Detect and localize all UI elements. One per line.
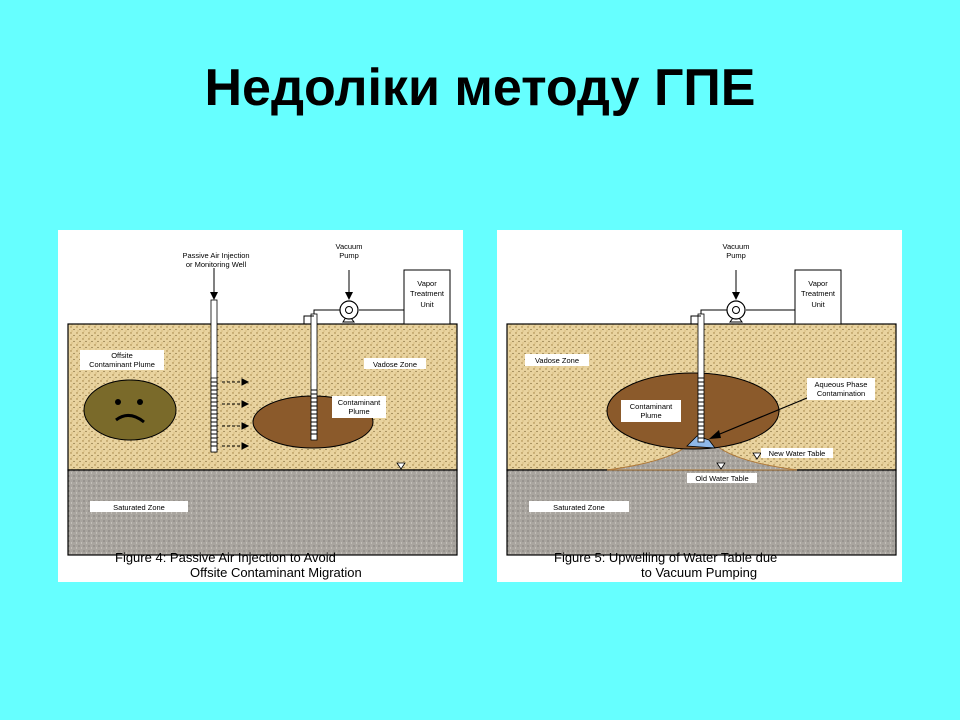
- new-water-table-icon: [752, 452, 762, 460]
- piping: [303, 309, 404, 324]
- aqueous-label-line2: Contamination: [817, 389, 865, 398]
- plume-label-box: [621, 400, 681, 422]
- caption-line2: to Vacuum Pumping: [641, 565, 757, 580]
- caption-line1: Figure 4: Passive Air Injection to Avoid: [115, 550, 336, 565]
- injection-well: [210, 299, 218, 453]
- saturated-zone: [67, 469, 458, 556]
- figure-4-diagram: Passive Air Injection or Monitoring Well…: [67, 242, 458, 580]
- offsite-plume: [83, 379, 177, 441]
- saturated-label: Saturated Zone: [553, 503, 605, 512]
- treatment-label-line1: Vapor: [808, 279, 828, 288]
- aqueous-pointer-arrow: [709, 397, 808, 439]
- figure-4: Passive Air Injection or Monitoring Well…: [58, 230, 463, 582]
- air-flow-arrows: [222, 378, 250, 450]
- old-water-label: Old Water Table: [695, 474, 748, 483]
- aqueous-label-line1: Aqueous Phase: [815, 380, 868, 389]
- injection-label-line2: or Monitoring Well: [186, 260, 247, 269]
- vadose-label: Vadose Zone: [535, 356, 579, 365]
- pump-label-line1: Vacuum: [723, 242, 750, 251]
- water-table-icon: [396, 462, 406, 470]
- plume-label-line1: Contaminant: [338, 398, 381, 407]
- new-water-label-box: [761, 448, 833, 458]
- plume-label-line2: Plume: [640, 411, 661, 420]
- caption-line2: Offsite Contaminant Migration: [190, 565, 362, 580]
- pump-arrow-icon: [345, 270, 353, 300]
- saturated-label: Saturated Zone: [113, 503, 165, 512]
- piping: [690, 309, 795, 324]
- vadose-label-box: [525, 354, 589, 366]
- caption-line1: Figure 5: Upwelling of Water Table due: [554, 550, 777, 565]
- old-water-table-icon: [716, 462, 726, 470]
- treatment-label-line3: Unit: [811, 300, 825, 309]
- saturated-zone: [506, 469, 897, 556]
- saturated-label-box: [529, 501, 629, 512]
- vadose-label-box: [364, 358, 426, 369]
- aqueous-label-box: [807, 378, 875, 400]
- pump-arrow-icon: [732, 270, 740, 300]
- vadose-label: Vadose Zone: [373, 360, 417, 369]
- vacuum-pump-icon: [726, 300, 746, 323]
- offsite-label-line2: Contaminant Plume: [89, 360, 155, 369]
- old-water-label-box: [687, 473, 757, 483]
- offsite-label-box: [80, 350, 164, 370]
- plume-label-line1: Contaminant: [630, 402, 673, 411]
- treatment-label-line1: Vapor: [417, 279, 437, 288]
- sad-face-icon: [115, 399, 145, 424]
- treatment-label-line2: Treatment: [410, 289, 445, 298]
- treatment-unit: [794, 269, 842, 325]
- saturated-label-box: [90, 501, 188, 512]
- injection-label-line1: Passive Air Injection: [182, 251, 249, 260]
- pump-label-line2: Pump: [726, 251, 746, 260]
- treatment-label-line3: Unit: [420, 300, 434, 309]
- treatment-unit: [403, 269, 451, 325]
- extraction-well: [310, 313, 318, 441]
- pump-label-line1: Vacuum: [336, 242, 363, 251]
- offsite-label-line1: Offsite: [111, 351, 133, 360]
- pump-label-line2: Pump: [339, 251, 359, 260]
- contaminant-plume: [606, 372, 780, 450]
- plume-label-line2: Plume: [348, 407, 369, 416]
- slide-title: Недоліки методу ГПЕ: [204, 59, 756, 117]
- extraction-well: [697, 313, 705, 443]
- injection-arrow-icon: [210, 268, 218, 300]
- vacuum-pump-icon: [339, 300, 359, 323]
- figure-5-diagram: Vacuum Pump Vapor Treatment Unit Vadose …: [506, 242, 897, 580]
- figure-5: Vacuum Pump Vapor Treatment Unit Vadose …: [497, 230, 902, 582]
- treatment-label-line2: Treatment: [801, 289, 836, 298]
- plume-label-box: [332, 396, 386, 418]
- new-water-label: New Water Table: [769, 449, 826, 458]
